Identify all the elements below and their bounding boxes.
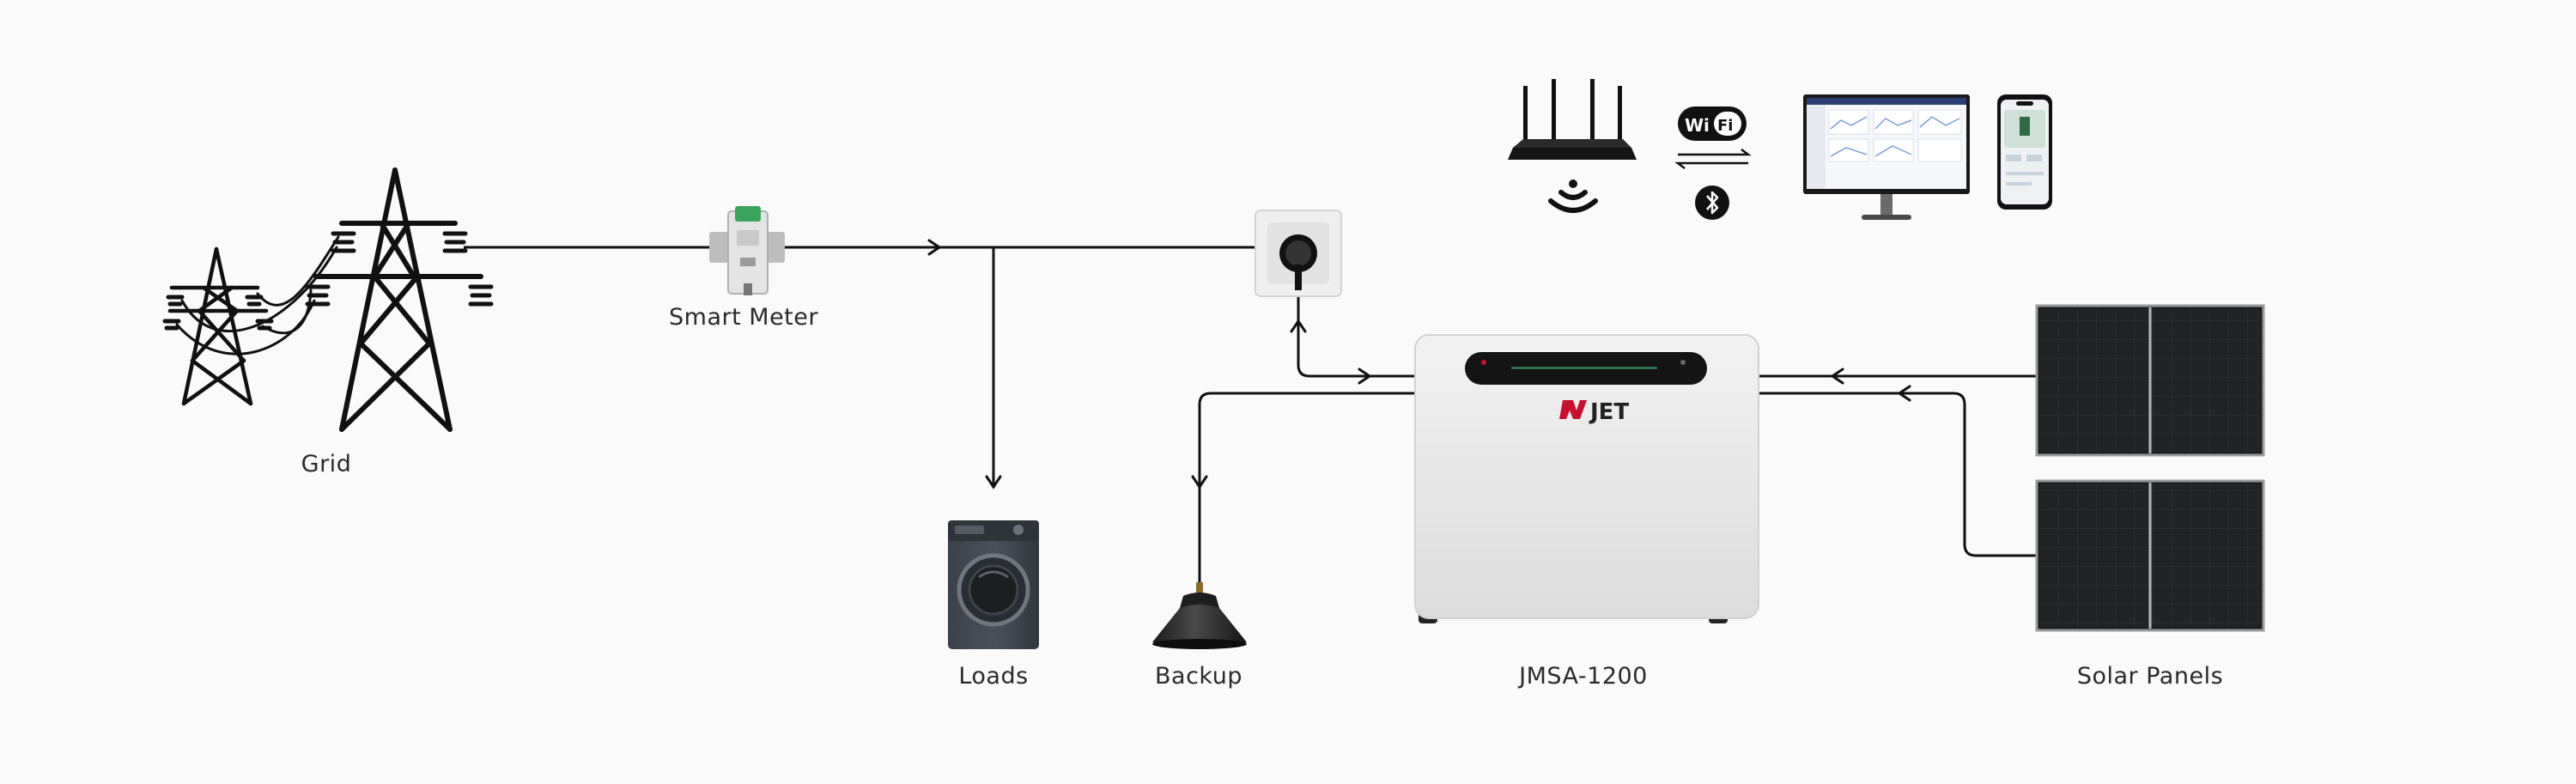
smart-meter-icon xyxy=(709,206,785,295)
grid-label: Grid xyxy=(301,451,352,477)
brand-logo-text: JET xyxy=(1589,399,1629,425)
arrow-solar-lower xyxy=(1897,385,1911,402)
router-icon xyxy=(1508,79,1637,160)
wifi-badge-left-text: Wi xyxy=(1685,115,1710,136)
solar-panel-lower-icon xyxy=(2035,479,2265,632)
arrow-to-loads xyxy=(985,475,1002,489)
pendant-lamp-icon xyxy=(1152,582,1247,649)
solar-panels-label: Solar Panels xyxy=(2076,663,2224,690)
jet-logo: JET xyxy=(1559,399,1629,425)
wifi-badge-icon: Wi Fi xyxy=(1678,106,1747,141)
washing-machine-icon xyxy=(948,520,1039,649)
bluetooth-icon xyxy=(1695,185,1729,220)
phone-icon xyxy=(1997,94,2052,210)
arrow-to-device xyxy=(1358,368,1372,385)
insulator-icons xyxy=(162,231,494,331)
connection-lines xyxy=(464,246,2037,584)
flow-arrows xyxy=(927,239,1911,489)
large-tower-icon xyxy=(313,167,483,432)
wifi-badge-right-text: Fi xyxy=(1717,117,1733,135)
wifi-signal-icon xyxy=(1548,179,1598,213)
solar-panel-upper-icon xyxy=(2035,304,2265,457)
backup-label: Backup xyxy=(1155,663,1242,690)
device-to-backup-line xyxy=(1198,392,1415,584)
small-tower-icon xyxy=(167,246,269,406)
jmsa-device-icon: JET xyxy=(1414,334,1759,623)
arrow-solar-upper xyxy=(1830,368,1844,385)
grid-tower-icon xyxy=(162,167,494,432)
loads-label: Loads xyxy=(958,663,1029,690)
tower-wires xyxy=(175,235,340,356)
arrow-to-socket xyxy=(927,239,942,256)
device-label: JMSA-1200 xyxy=(1519,663,1648,690)
monitor-icon xyxy=(1803,94,1970,220)
solar-lower-line xyxy=(1759,392,2037,557)
arrow-to-backup xyxy=(1191,475,1208,489)
smart-meter-label: Smart Meter xyxy=(669,304,818,331)
sync-arrows-icon xyxy=(1674,149,1752,169)
wall-socket-icon xyxy=(1255,210,1342,297)
arrow-up-socket xyxy=(1290,319,1307,333)
socket-to-device-line xyxy=(1297,289,1415,378)
